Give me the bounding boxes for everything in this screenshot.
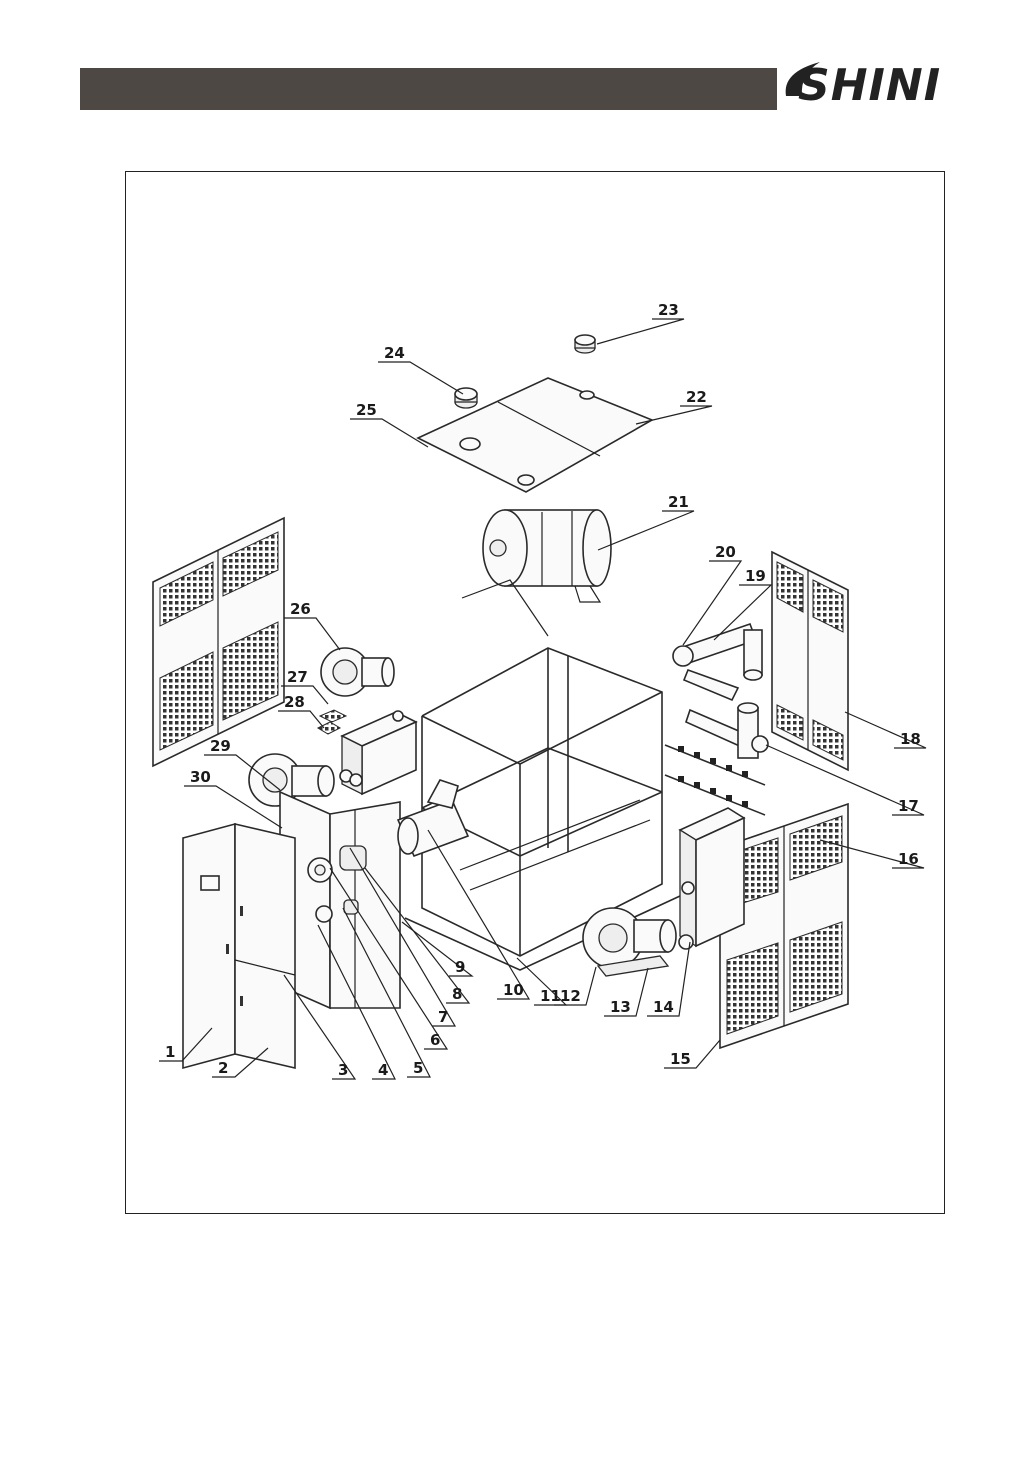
- part-number-label: 7: [438, 1008, 448, 1026]
- leader-line: [350, 419, 428, 447]
- part-number-label: 13: [610, 998, 631, 1016]
- drum-heater: [462, 510, 611, 636]
- leader-line: [284, 618, 340, 650]
- part-number-label: 4: [378, 1061, 388, 1079]
- part-number-label: 22: [686, 388, 707, 406]
- part-number-label: 21: [668, 493, 689, 511]
- part-number-label: 29: [210, 737, 231, 755]
- part-number-label: 23: [658, 301, 679, 319]
- part-number-label: 14: [653, 998, 674, 1016]
- part-number-label: 18: [900, 730, 921, 748]
- cap-23: [575, 335, 595, 353]
- part-number-label: 2: [218, 1059, 228, 1077]
- upper-pipe-assembly: [673, 624, 762, 700]
- part-number-label: 20: [715, 543, 736, 561]
- blower-12: [583, 908, 676, 976]
- part-number-label: 3: [338, 1061, 348, 1079]
- part-number-label: 5: [413, 1059, 423, 1077]
- leader-line: [278, 711, 324, 728]
- part-number-label: 15: [670, 1050, 691, 1068]
- heater-box-14: [679, 808, 744, 949]
- leader-line: [597, 319, 684, 344]
- part-number-label: 26: [290, 600, 311, 618]
- part-number-label: 27: [287, 668, 308, 686]
- part-number-label: 1: [165, 1043, 175, 1061]
- part-number-label: 24: [384, 344, 405, 362]
- leader-line: [636, 406, 712, 424]
- filter-element: [318, 710, 346, 734]
- part-number-label: 30: [190, 768, 211, 786]
- lower-pipe-assembly: [686, 703, 768, 758]
- part-number-label: 11: [540, 987, 561, 1005]
- part-number-label: 28: [284, 693, 305, 711]
- part-number-label: 6: [430, 1031, 440, 1049]
- top-cover-plate: [418, 378, 652, 492]
- part-number-label: 8: [452, 985, 462, 1003]
- part-number-label: 19: [745, 567, 766, 585]
- front-doors: [183, 824, 295, 1068]
- right-upper-panel: [772, 552, 848, 770]
- front-inner-panel: [280, 792, 400, 1008]
- heater-box: [340, 711, 416, 794]
- blower-26: [321, 648, 394, 696]
- part-number-label: 25: [356, 401, 377, 419]
- part-number-label: 10: [503, 981, 524, 999]
- part-number-label: 16: [898, 850, 919, 868]
- part-number-label: 12: [560, 987, 581, 1005]
- leader-line: [378, 362, 463, 394]
- part-number-label: 17: [898, 797, 919, 815]
- leader-line: [428, 830, 529, 999]
- leader-line: [598, 511, 694, 550]
- left-side-panels: [153, 518, 284, 766]
- part-number-label: 9: [455, 958, 465, 976]
